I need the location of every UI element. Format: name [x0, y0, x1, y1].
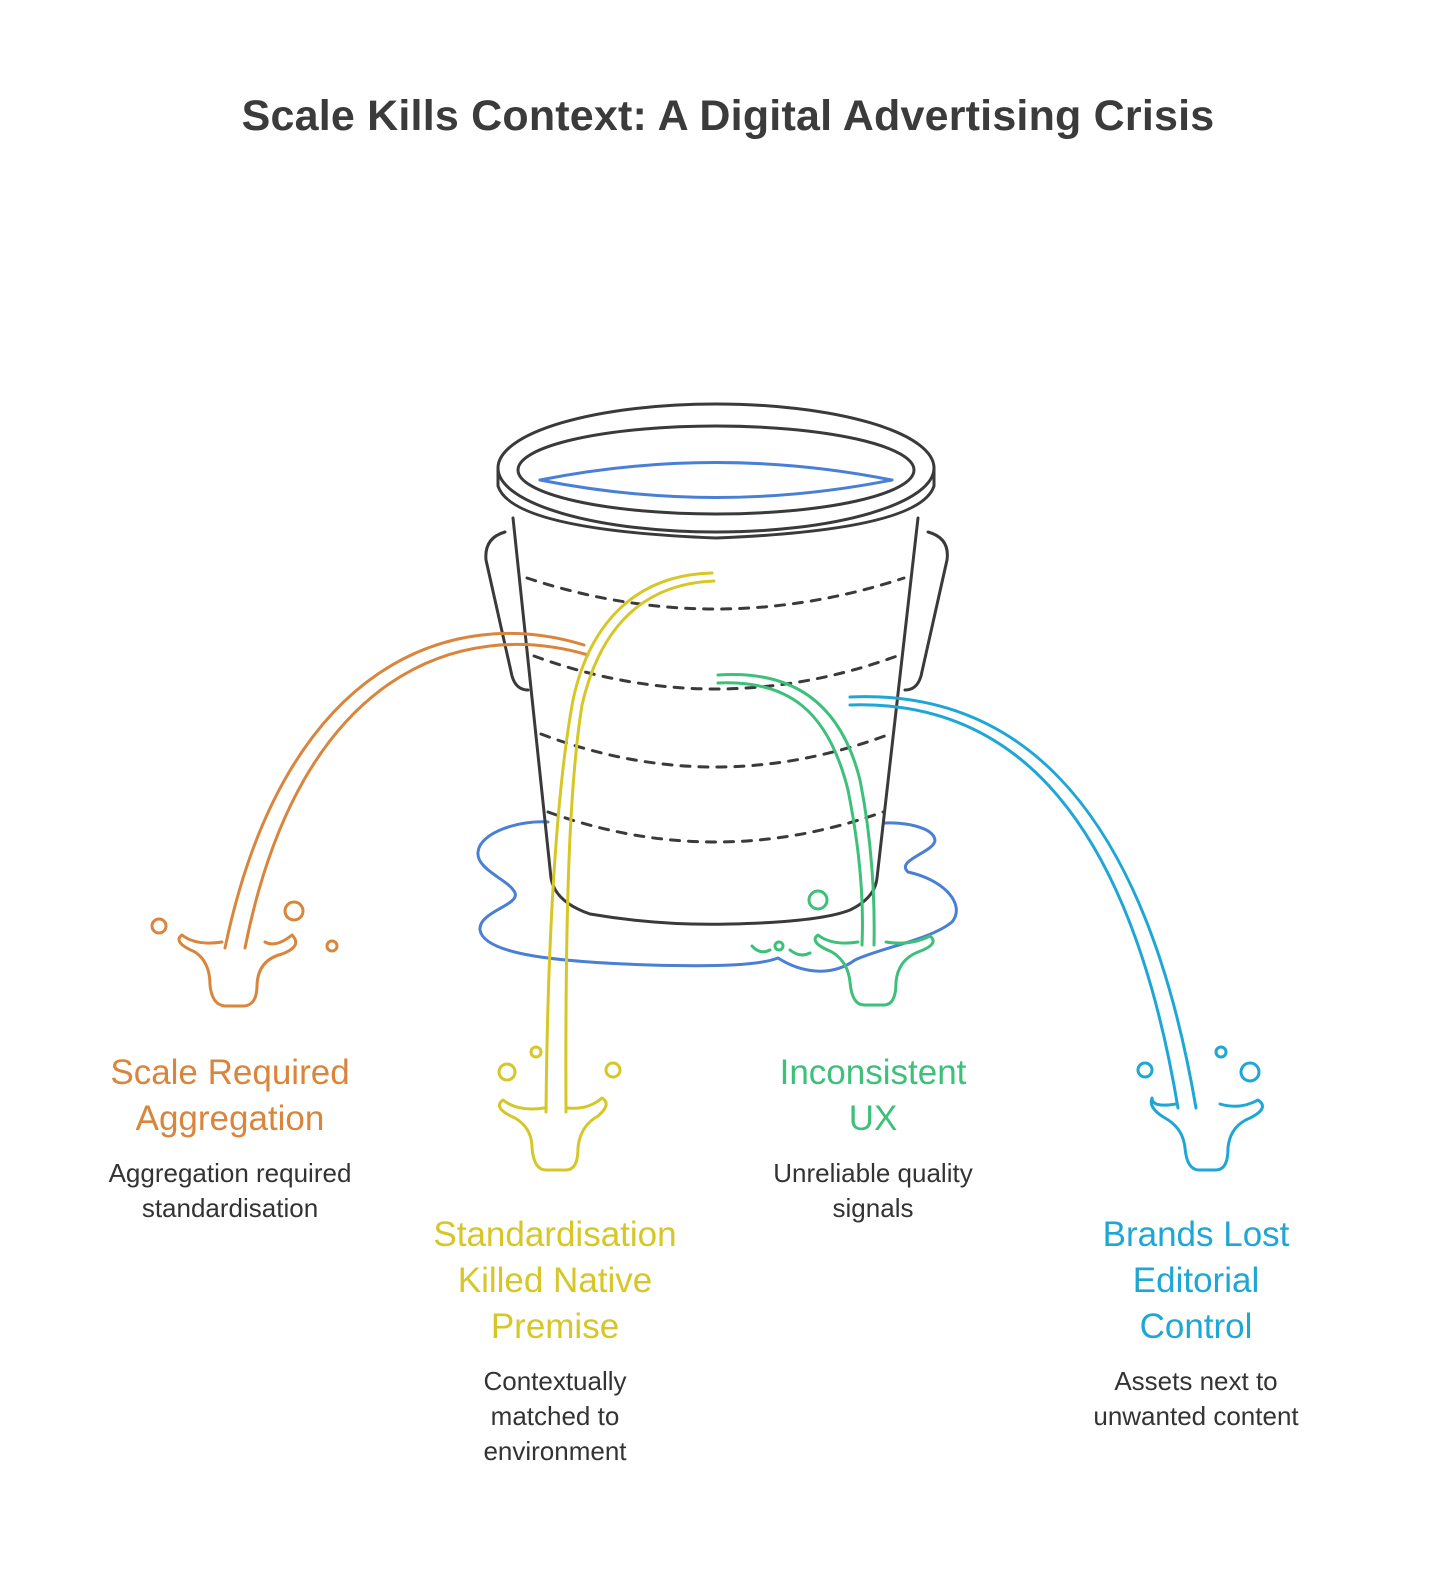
item-description: Aggregation required standardisation	[40, 1156, 420, 1226]
splash-icon	[499, 1098, 606, 1170]
item-description: Assets next to unwanted content	[1006, 1364, 1386, 1434]
item-description: Contextually matched to environment	[365, 1364, 745, 1469]
splash-icon	[179, 935, 296, 1006]
item-heading: Scale Required Aggregation	[40, 1050, 420, 1142]
item-standardisation-killed-native-premise: Standardisation Killed Native Premise Co…	[365, 1212, 745, 1469]
item-brands-lost-editorial-control: Brands Lost Editorial Control Assets nex…	[1006, 1212, 1386, 1434]
item-inconsistent-ux: Inconsistent UX Unreliable quality signa…	[683, 1050, 1063, 1226]
splash-icon	[1151, 1098, 1262, 1170]
yellow-stream	[499, 573, 714, 1170]
item-scale-required-aggregation: Scale Required Aggregation Aggregation r…	[40, 1050, 420, 1226]
item-heading: Brands Lost Editorial Control	[1006, 1212, 1386, 1350]
item-heading: Inconsistent UX	[683, 1050, 1063, 1142]
item-heading: Standardisation Killed Native Premise	[365, 1212, 745, 1350]
